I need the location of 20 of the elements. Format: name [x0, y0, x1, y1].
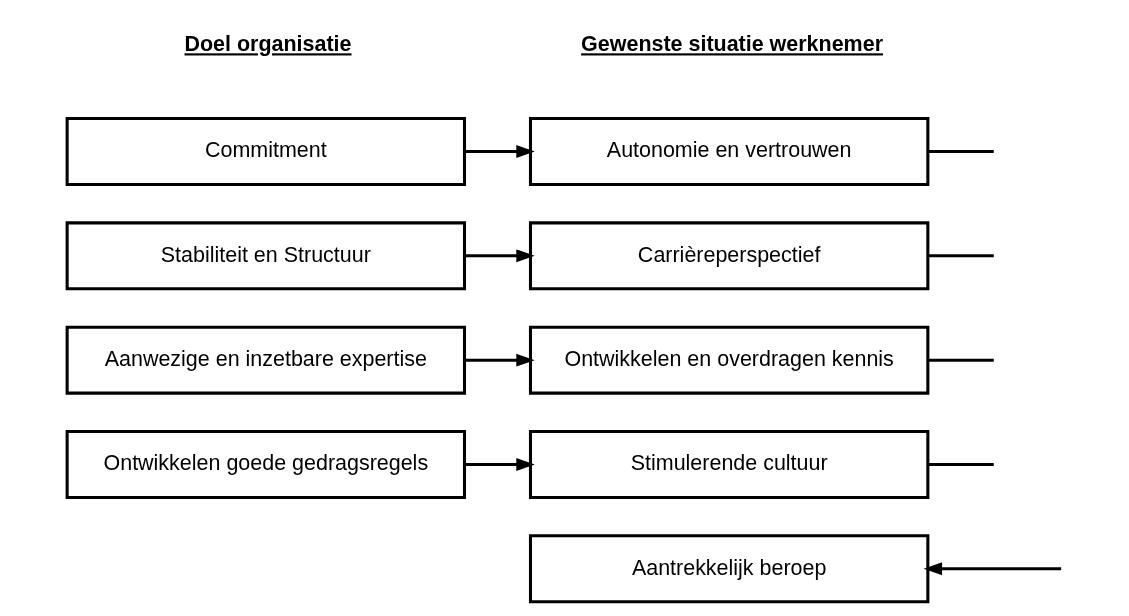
node-box: Stabiliteit en Structuur — [65, 221, 466, 291]
connector — [927, 462, 994, 467]
arrow — [464, 249, 535, 263]
node-box: Ontwikkelen en overdragen kennis — [528, 325, 929, 395]
node-box: Aantrekkelijk beroep — [528, 534, 929, 604]
label: Doel organisatie — [184, 32, 352, 57]
connector — [927, 149, 994, 154]
connector — [927, 254, 994, 258]
node-box: Commitment — [65, 117, 466, 187]
arrow — [923, 562, 1061, 576]
label: Gewenste situatie werknemer — [580, 32, 883, 57]
node-box: Ontwikkelen goede gedragsregels — [65, 429, 466, 499]
node-box: Autonomie en vertrouwen — [528, 117, 929, 187]
node-box: Carrièreperspectief — [528, 221, 929, 291]
node-box: Stimulerende cultuur — [528, 429, 929, 499]
node-box: Aanwezige en inzetbare expertise — [65, 325, 466, 395]
arrow — [464, 145, 535, 158]
arrow — [464, 353, 535, 367]
arrow — [464, 458, 535, 471]
connector — [927, 358, 994, 362]
